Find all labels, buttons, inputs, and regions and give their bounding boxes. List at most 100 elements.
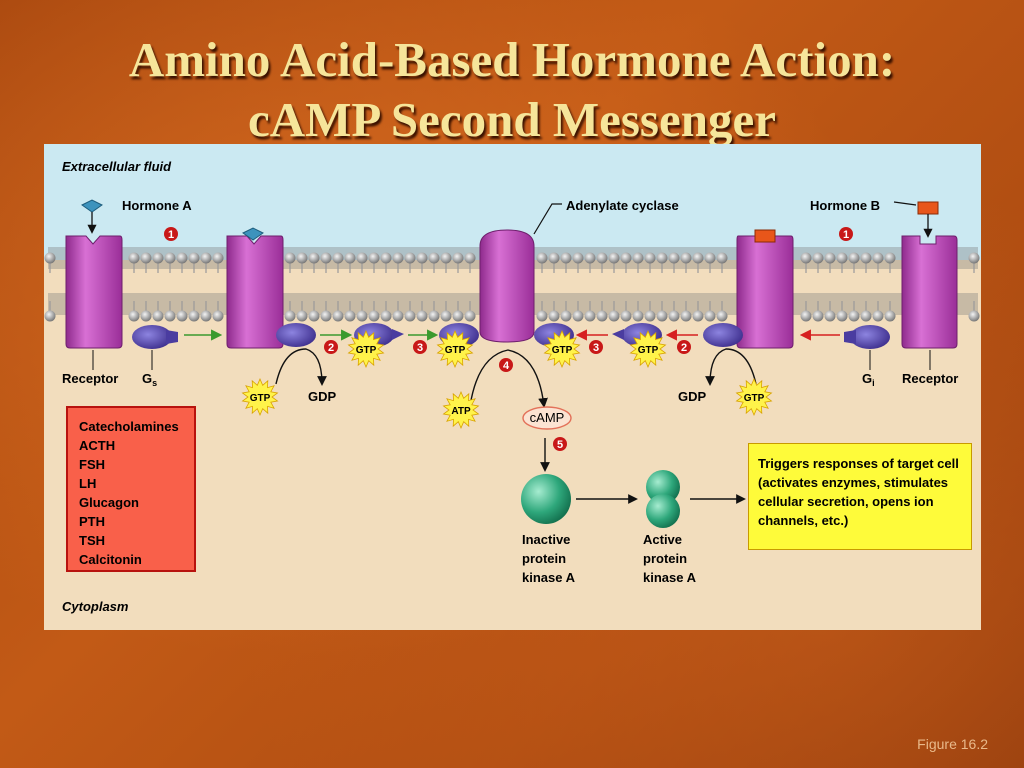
lipid-head — [872, 310, 884, 322]
receptor-right-bound — [736, 235, 794, 349]
adenylate-cyclase-protein — [479, 229, 535, 343]
gtp-starburst-6: GTP — [735, 377, 773, 417]
step-4: 4 — [499, 358, 513, 372]
gtp-starburst-4: GTP — [629, 329, 667, 369]
lipid-head — [332, 252, 344, 264]
lipid-head — [860, 310, 872, 322]
lipid-head — [176, 310, 188, 322]
lipid-head — [848, 252, 860, 264]
hormone-list-item: FSH — [79, 457, 105, 472]
lipid-head — [848, 310, 860, 322]
lipid-head — [428, 252, 440, 264]
g-protein-s-bound — [276, 323, 316, 347]
lipid-head — [344, 310, 356, 322]
svg-text:3: 3 — [593, 342, 599, 354]
figure-label: Figure 16.2 — [917, 736, 988, 752]
lipid-head — [812, 252, 824, 264]
gtp-starburst-1: GTP — [347, 329, 385, 369]
lipid-head — [284, 252, 296, 264]
slide-title-line-2: cAMP Second Messenger — [248, 92, 776, 147]
hormone-b-bound — [754, 229, 776, 243]
svg-text:4: 4 — [503, 360, 510, 372]
svg-text:1: 1 — [843, 229, 849, 241]
gtp-starburst-2: GTP — [436, 329, 474, 369]
lipid-head — [44, 310, 56, 322]
hormone-list-item: PTH — [79, 514, 105, 529]
lipid-head — [284, 310, 296, 322]
lipid-head — [824, 252, 836, 264]
adenylate-cyclase-leader — [533, 203, 562, 235]
lipid-head — [128, 252, 140, 264]
hormone-list-item: Catecholamines — [79, 419, 179, 434]
gtp-starburst-5: GTP — [241, 377, 279, 417]
hormone-b-molecule — [917, 201, 939, 215]
lipid-head — [212, 310, 224, 322]
lipid-head — [632, 252, 644, 264]
lipid-head — [440, 310, 452, 322]
lipid-head — [860, 252, 872, 264]
active-pk-line: protein — [643, 551, 688, 566]
g-protein-i-label: Gi — [862, 371, 875, 388]
lipid-head — [620, 310, 632, 322]
lipid-head — [584, 310, 596, 322]
lipid-head — [536, 310, 548, 322]
lipid-head — [320, 310, 332, 322]
lipid-head — [188, 310, 200, 322]
step-5: 5 — [553, 437, 567, 451]
step-1-left: 1 — [164, 227, 178, 241]
g-protein-i-inactive — [844, 325, 890, 349]
lipid-head — [404, 310, 416, 322]
adenylate-cyclase-label: Adenylate cyclase — [566, 198, 679, 213]
lipid-head — [884, 310, 896, 322]
lipid-head — [176, 252, 188, 264]
camp-label: cAMP — [530, 410, 565, 425]
lipid-head — [968, 310, 980, 322]
lipid-head — [548, 252, 560, 264]
lipid-head — [140, 310, 152, 322]
lipid-head — [884, 252, 896, 264]
hormone-a-bound — [242, 227, 264, 241]
lipid-head — [164, 252, 176, 264]
g-protein-s-label: Gs — [142, 371, 157, 388]
gtp-starburst-3: GTP — [543, 329, 581, 369]
lipid-head — [704, 252, 716, 264]
lipid-head — [572, 310, 584, 322]
lipid-head — [428, 310, 440, 322]
hormone-list-item: TSH — [79, 533, 105, 548]
gtp-gdp-exchange-right — [705, 348, 757, 386]
lipid-head — [668, 252, 680, 264]
lipid-head — [620, 252, 632, 264]
hormone-list-box: Catecholamines ACTH FSH LH Glucagon PTH … — [66, 406, 196, 572]
lipid-head — [332, 310, 344, 322]
lipid-head — [464, 310, 476, 322]
lipid-head — [344, 252, 356, 264]
lipid-head — [800, 310, 812, 322]
lipid-head — [380, 310, 392, 322]
cytoplasm-label: Cytoplasm — [62, 599, 129, 614]
lipid-head — [680, 252, 692, 264]
lipid-head — [140, 252, 152, 264]
receptor-left — [65, 235, 123, 349]
inactive-pk-line: kinase A — [522, 570, 575, 585]
lipid-head — [452, 252, 464, 264]
lipid-head — [416, 252, 428, 264]
lipid-head — [164, 310, 176, 322]
step-2-left: 2 — [324, 340, 338, 354]
lipid-head — [296, 310, 308, 322]
lipid-head — [656, 252, 668, 264]
lipid-head — [608, 252, 620, 264]
lipid-head — [296, 252, 308, 264]
lipid-head — [536, 252, 548, 264]
lipid-head — [212, 252, 224, 264]
lipid-head — [152, 310, 164, 322]
lipid-head — [608, 310, 620, 322]
lipid-head — [368, 310, 380, 322]
lipid-head — [872, 252, 884, 264]
lipid-head — [440, 252, 452, 264]
lipid-head — [560, 252, 572, 264]
lipid-head — [200, 310, 212, 322]
lipid-head — [464, 252, 476, 264]
hormone-list-item: Calcitonin — [79, 552, 142, 567]
inactive-pk-line: protein — [522, 551, 567, 566]
